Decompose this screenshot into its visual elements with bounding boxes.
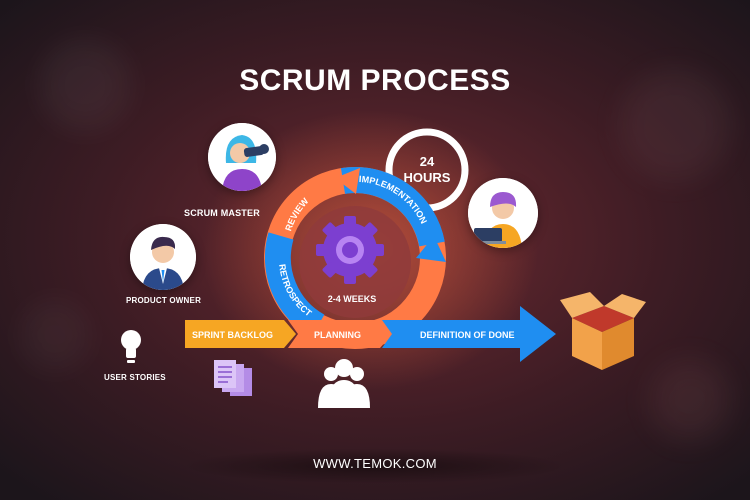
bokeh-light: [20, 300, 90, 370]
scrum-master-label: SCRUM MASTER: [184, 208, 260, 218]
daily-hours-value: 24: [420, 154, 435, 169]
retrospect-segment: [264, 232, 325, 338]
team-icon: [318, 359, 370, 408]
user-stories-label: USER STORIES: [104, 373, 166, 382]
daily-hours-unit: HOURS: [404, 170, 451, 185]
cycle-arrowhead: [416, 236, 446, 262]
bokeh-light: [40, 40, 130, 130]
box-icon: [560, 292, 646, 370]
cycle-arrowhead: [335, 168, 360, 194]
bokeh-light: [620, 70, 730, 180]
website-url: WWW.TEMOK.COM: [313, 456, 437, 471]
product-owner-avatar: [130, 224, 196, 290]
page-title: SCRUM PROCESS: [239, 64, 511, 97]
product-owner-label: PRODUCT OWNER: [126, 296, 202, 305]
scrum-master-avatar: [208, 123, 276, 191]
footer-shadow: [180, 448, 570, 484]
product-owner-illustration: [130, 224, 196, 290]
sprint-backlog-arrow: [185, 320, 296, 348]
definition-of-done-label: DEFINITION OF DONE: [420, 330, 515, 340]
developer-avatar: [468, 178, 538, 248]
telescope-icon: [208, 123, 276, 191]
bokeh-light: [650, 360, 730, 440]
gear-icon: [316, 216, 384, 284]
sprint-length-label: 2-4 WEEKS: [328, 294, 377, 304]
sprint-backlog-label: SPRINT BACKLOG: [192, 330, 273, 340]
implementation-segment: [340, 167, 445, 247]
lightbulb-icon: [121, 330, 141, 363]
planning-label: PLANNING: [314, 330, 361, 340]
documents-icon: [214, 360, 252, 396]
planning-arrow: [288, 320, 392, 348]
laptop-icon: [468, 178, 538, 248]
definition-of-done-arrow: [382, 306, 556, 362]
